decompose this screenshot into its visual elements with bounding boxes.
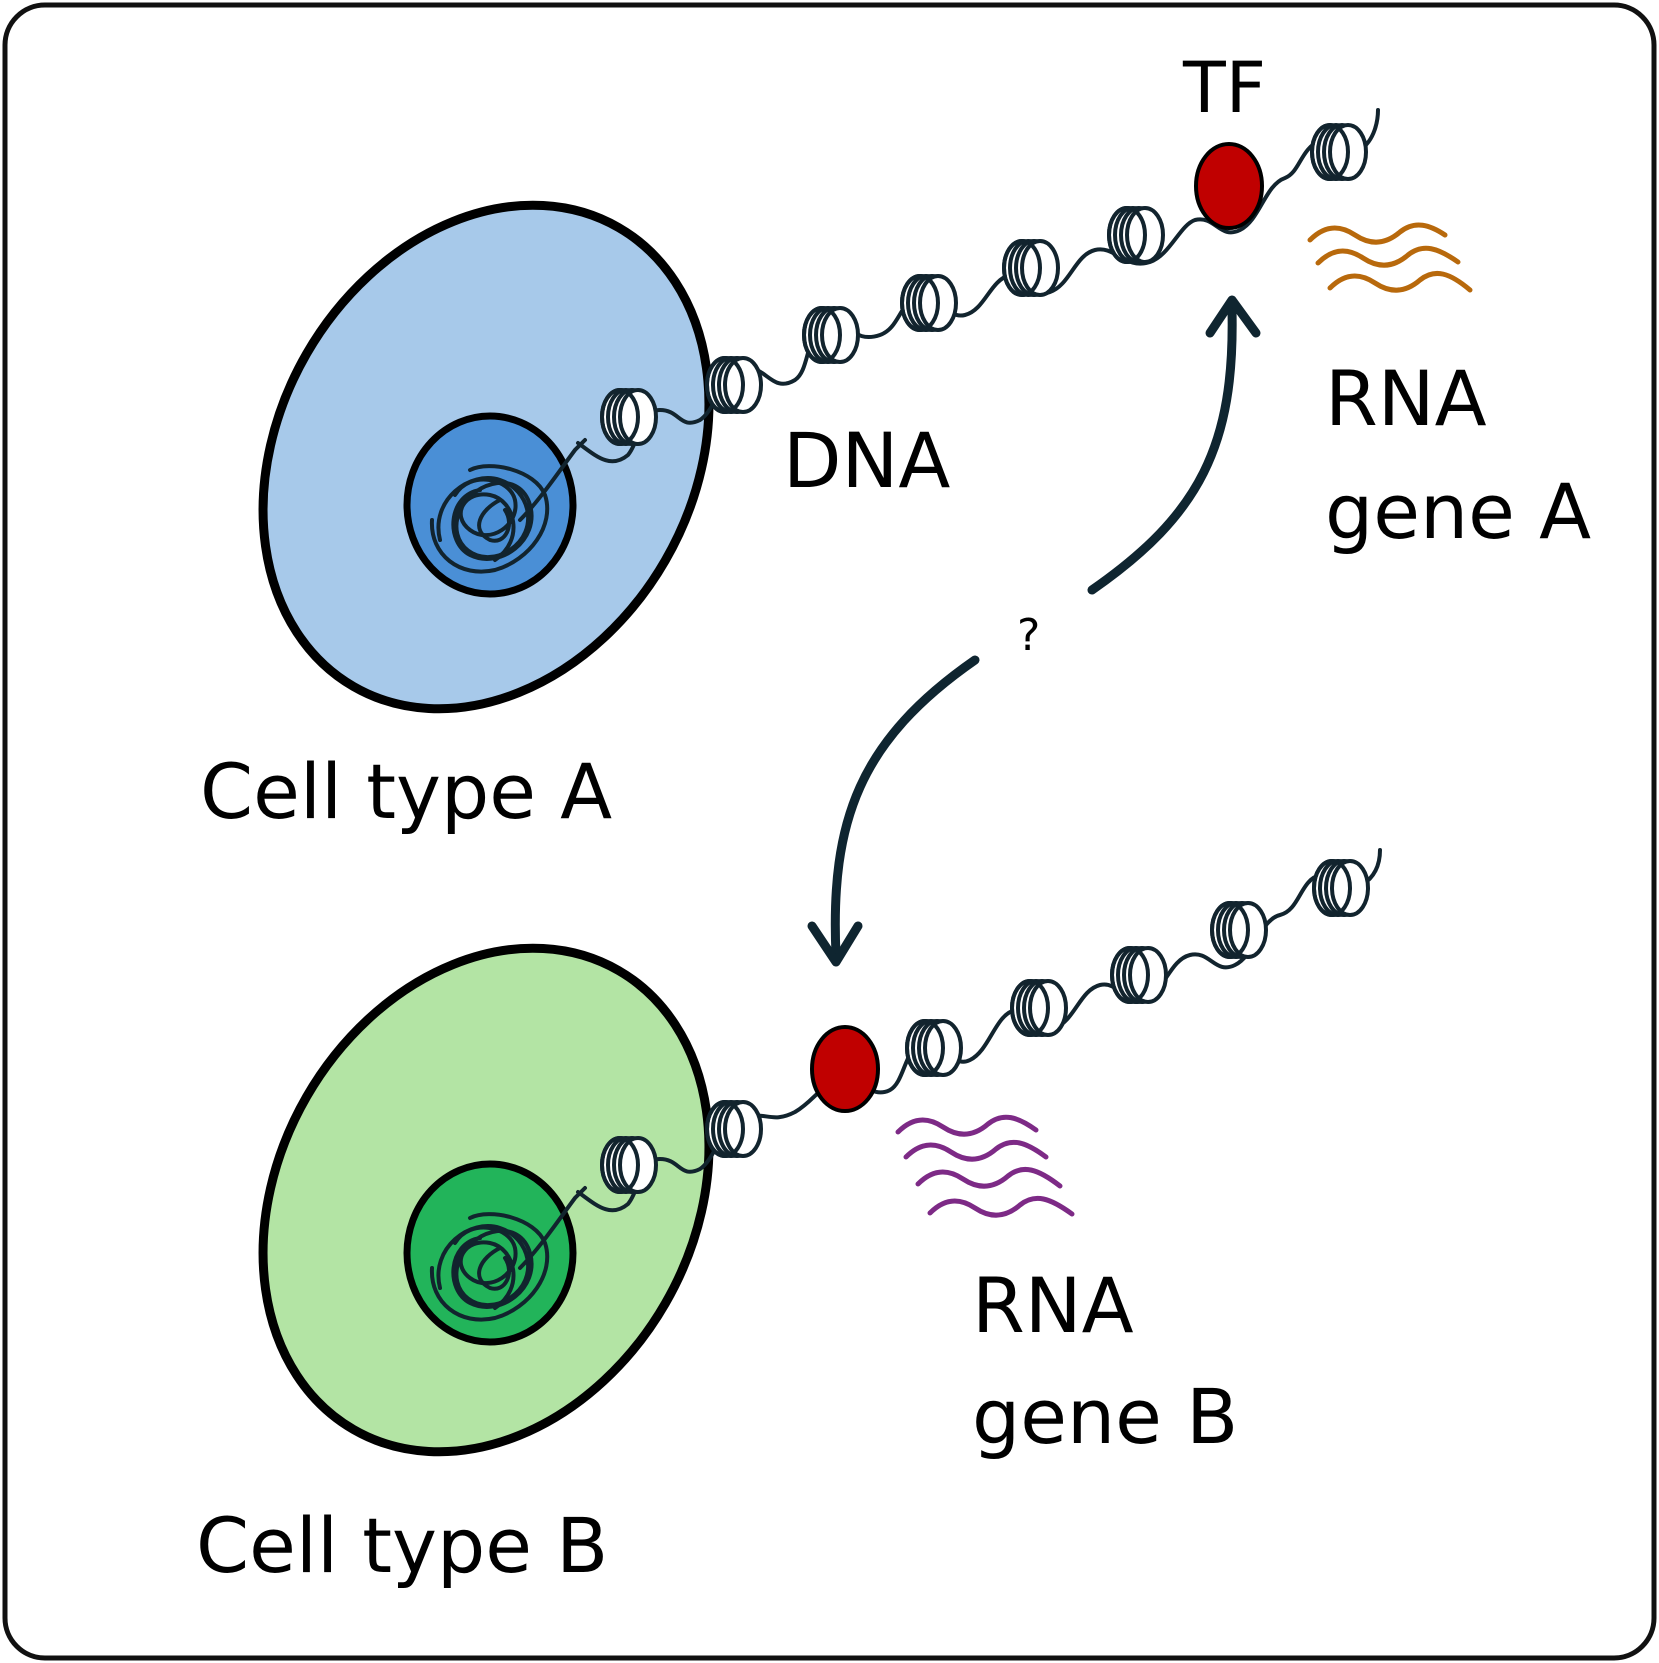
rna-gene-b-label-line2: gene B: [972, 1372, 1238, 1461]
tf-a: [1194, 142, 1264, 230]
rna-gene-a-label-line1: RNA: [1325, 354, 1487, 443]
cell-type-b-label: Cell type B: [196, 1501, 608, 1590]
tf-b: [810, 1025, 880, 1113]
nucleosome-coil-icon: [1312, 859, 1370, 917]
rna-gene-b-icon: [895, 1114, 1075, 1218]
nucleosome-coil-icon: [802, 306, 860, 364]
nucleosome-coil-icon: [705, 1100, 763, 1158]
arrow-to-tf-b: [807, 655, 980, 967]
nucleosome-coil-icon: [600, 1136, 658, 1194]
cell-type-b: [258, 943, 714, 1457]
cell-b-chromatin-tangle: [429, 1186, 587, 1322]
nucleosome-coil-icon: [1010, 979, 1068, 1037]
dna-strand-a: [576, 108, 1380, 464]
question-mark-label: ?: [1017, 610, 1040, 661]
nucleosomes-b: [600, 859, 1370, 1194]
cell-a-chromatin-tangle: [429, 438, 587, 574]
nucleosome-coil-icon: [600, 388, 658, 446]
rna-gene-a-icon: [1307, 222, 1473, 293]
nucleosome-coil-icon: [1110, 946, 1168, 1004]
nucleosome-coil-icon: [1210, 901, 1268, 959]
nucleosome-coil-icon: [1002, 239, 1060, 297]
dna-strand-b: [576, 848, 1382, 1213]
nucleosome-coil-icon: [705, 356, 763, 414]
nucleosome-coil-icon: [1310, 123, 1368, 181]
arrow-to-tf-a: [1087, 295, 1261, 595]
nucleosome-coil-icon: [1107, 206, 1165, 264]
rna-gene-a-label-line2: gene A: [1325, 467, 1591, 556]
nucleosome-coil-icon: [900, 274, 958, 332]
tf-label: TF: [1182, 47, 1266, 129]
rna-gene-b-label-line1: RNA: [972, 1261, 1134, 1350]
dna-label: DNA: [783, 416, 950, 505]
nucleosome-coil-icon: [905, 1019, 963, 1077]
cell-type-a: [258, 200, 714, 714]
cell-type-a-label: Cell type A: [200, 747, 612, 836]
